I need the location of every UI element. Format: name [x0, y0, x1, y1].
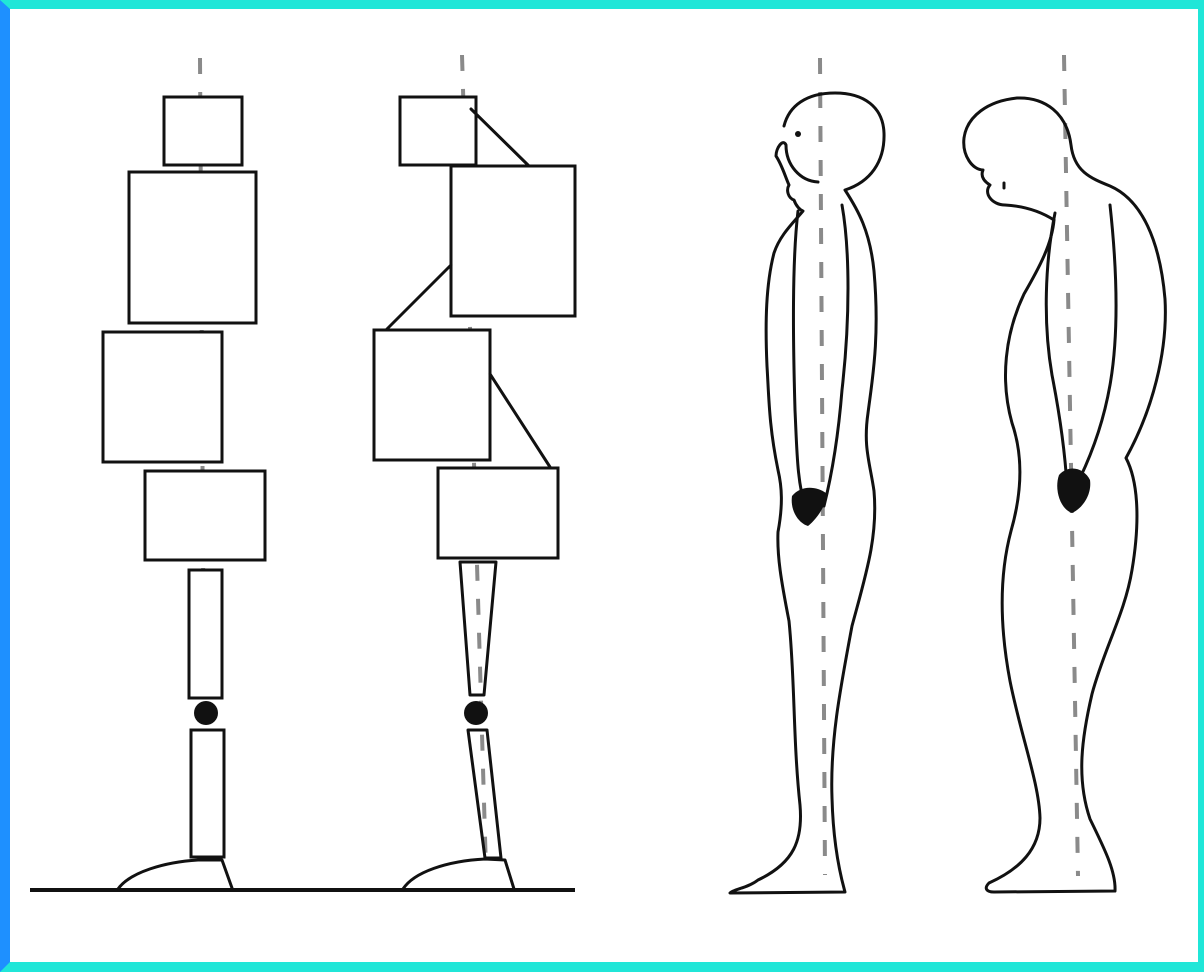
head-block — [164, 97, 242, 165]
pelvis-block — [145, 471, 265, 560]
thigh-segment — [460, 562, 496, 695]
eye-mark — [795, 131, 801, 137]
shank-segment — [191, 730, 224, 857]
pelvis-block — [438, 468, 558, 558]
thorax-strain-line — [383, 265, 451, 333]
gravity-line — [820, 58, 825, 875]
thorax-block — [129, 172, 256, 323]
arm-back-outline — [824, 205, 848, 506]
abdomen-block — [374, 330, 490, 460]
knee-joint — [464, 701, 488, 725]
head-strain-line — [471, 109, 531, 168]
aligned-block-model — [103, 58, 265, 889]
abdomen-strain-line — [490, 374, 550, 467]
arm-outline — [1046, 213, 1067, 486]
foot-segment — [403, 859, 514, 889]
misaligned-block-model — [374, 55, 575, 889]
slumped-posture — [964, 55, 1166, 892]
head-block — [400, 97, 476, 165]
arm-back-outline — [1080, 205, 1116, 478]
thorax-block — [451, 166, 575, 316]
foot-segment — [118, 860, 232, 889]
knee-joint — [194, 701, 218, 725]
thigh-segment — [189, 570, 222, 698]
abdomen-block — [103, 332, 222, 462]
hands-shape — [792, 488, 827, 526]
arm-outline — [793, 211, 806, 510]
hands-shape — [1057, 469, 1090, 513]
upright-posture — [730, 58, 884, 893]
